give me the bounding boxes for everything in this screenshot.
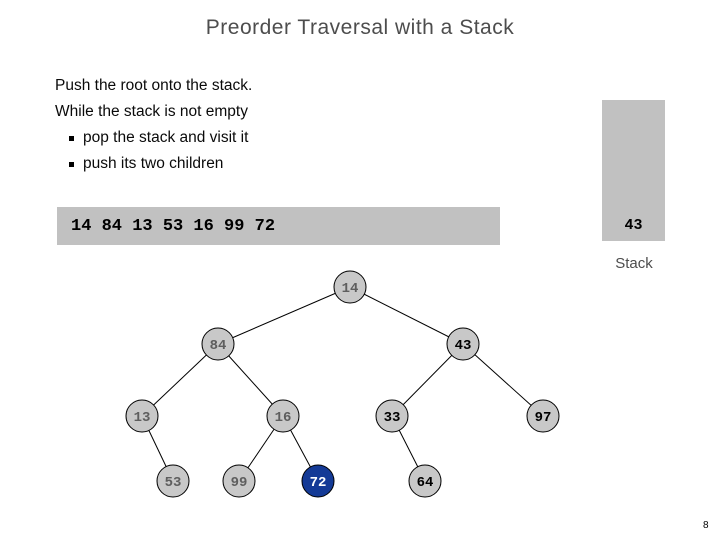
tree-node-circle (526, 399, 560, 433)
tree-node-99: 99 (222, 464, 256, 498)
tree-node-label: 84 (210, 338, 227, 354)
algorithm-text: Push the root onto the stack. While the … (55, 73, 252, 177)
tree-node-circle (266, 399, 300, 433)
tree-node-circle (201, 327, 235, 361)
visited-sequence-text: 14 84 13 53 16 99 72 (71, 216, 276, 236)
algorithm-line-2: While the stack is not empty (55, 103, 248, 120)
tree-node-label: 64 (417, 475, 434, 491)
page-number: 8 (703, 520, 709, 531)
tree-edge-43-97 (462, 343, 544, 417)
tree-node-43: 43 (446, 327, 480, 361)
tree-node-circle (301, 464, 335, 498)
tree-node-97: 97 (526, 399, 560, 433)
tree-node-label: 72 (310, 475, 327, 491)
tree-node-label: 33 (384, 410, 401, 426)
tree-node-72: 72 (301, 464, 335, 498)
algorithm-line-1: Push the root onto the stack. (55, 77, 253, 94)
tree-node-13: 13 (125, 399, 159, 433)
tree-node-label: 99 (231, 475, 248, 491)
tree-node-53: 53 (156, 464, 190, 498)
page-title: Preorder Traversal with a Stack (205, 16, 515, 39)
tree-node-label: 97 (535, 410, 552, 426)
stack-box: 43 (602, 100, 665, 241)
tree-node-circle (333, 270, 367, 304)
tree-node-circle (375, 399, 409, 433)
stack-item: 43 (624, 217, 643, 234)
tree-node-84: 84 (201, 327, 235, 361)
tree-node-circle (446, 327, 480, 361)
tree-node-circle (408, 464, 442, 498)
algorithm-bullet-2-label: push its two children (83, 155, 224, 172)
tree-edge-14-43 (349, 286, 464, 345)
visited-sequence-box: 14 84 13 53 16 99 72 (57, 207, 500, 245)
tree-node-64: 64 (408, 464, 442, 498)
bullet-icon (69, 161, 74, 167)
tree-node-circle (125, 399, 159, 433)
tree-edge-84-13 (141, 343, 219, 417)
tree-node-label: 16 (275, 410, 292, 426)
tree-edge-43-33 (391, 343, 464, 417)
tree-node-16: 16 (266, 399, 300, 433)
algorithm-bullet-1-label: pop the stack and visit it (83, 129, 249, 146)
tree-edge-14-84 (217, 286, 351, 345)
tree-node-label: 53 (165, 475, 182, 491)
tree-node-label: 43 (455, 338, 472, 354)
tree-node-14: 14 (333, 270, 367, 304)
algorithm-bullet-1: pop the stack and visit it (55, 125, 252, 151)
tree-node-label: 13 (134, 410, 151, 426)
stack-label: Stack (615, 255, 653, 272)
bullet-icon (69, 135, 74, 141)
algorithm-bullet-2: push its two children (55, 151, 252, 177)
tree-node-label: 14 (342, 281, 359, 297)
tree-node-circle (222, 464, 256, 498)
tree-node-33: 33 (375, 399, 409, 433)
tree-node-circle (156, 464, 190, 498)
